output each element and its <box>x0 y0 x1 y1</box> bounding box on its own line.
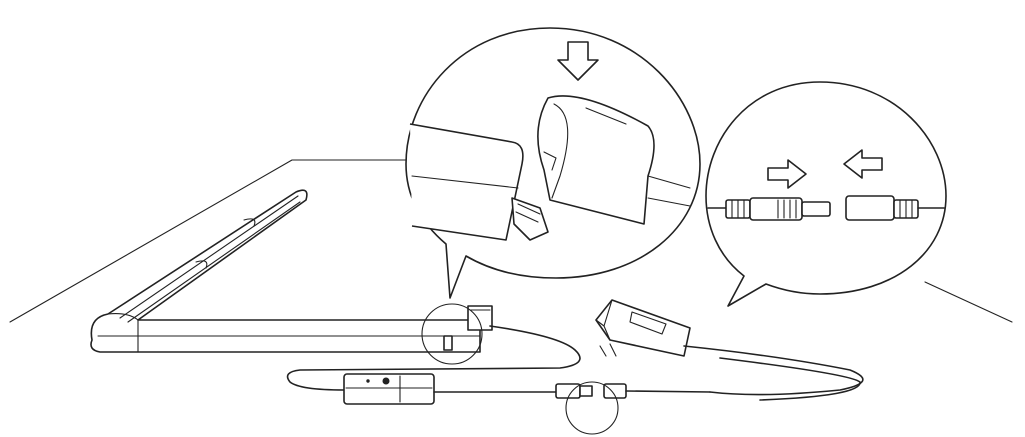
cable-barrel-connection <box>555 381 711 435</box>
arrow-right-icon <box>767 159 807 189</box>
table-surface <box>9 159 1013 323</box>
light-bar <box>90 189 481 353</box>
arrow-left-icon <box>843 149 883 179</box>
bar-end-connector <box>421 303 493 365</box>
callout-clip-connector <box>405 27 701 299</box>
power-adapter <box>595 299 864 401</box>
cable-to-controller <box>286 325 581 391</box>
callout-barrel-connection <box>705 81 947 307</box>
arrow-down-icon <box>557 41 599 81</box>
inline-controller <box>343 373 557 405</box>
